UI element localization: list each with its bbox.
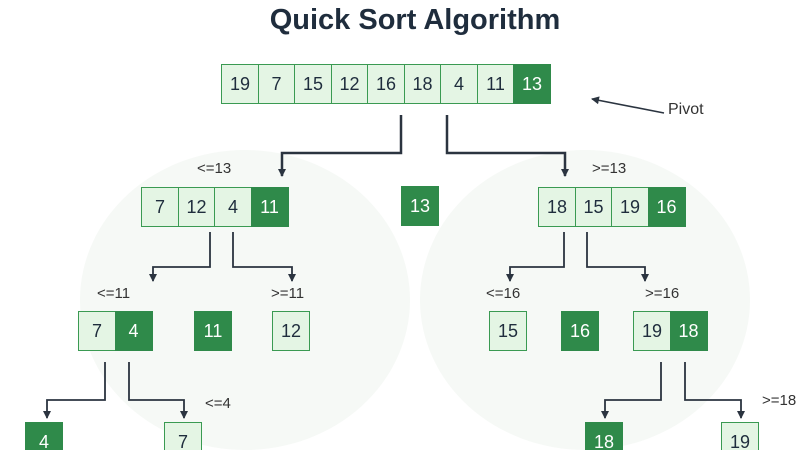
connector-right-rl bbox=[506, 232, 565, 282]
array-cell: 12 bbox=[272, 311, 310, 351]
array-rl: 15 bbox=[489, 311, 527, 351]
array-cell: 18 bbox=[538, 187, 576, 227]
diagram-title: Quick Sort Algorithm bbox=[269, 4, 561, 36]
array-cell: 19 bbox=[221, 64, 259, 104]
array-cell: 19 bbox=[721, 422, 759, 450]
array-lll: 4 bbox=[25, 422, 63, 450]
connector-ll-lll bbox=[43, 362, 106, 419]
label-rl: <=16 bbox=[486, 285, 521, 302]
connector-right-rr bbox=[586, 232, 649, 282]
array-pivot-16: 16 bbox=[561, 311, 599, 351]
connector-rr-rrr bbox=[684, 362, 745, 419]
label-right: >=13 bbox=[592, 160, 627, 177]
label-rrr: >=18 bbox=[762, 392, 797, 409]
array-cell: 16 bbox=[367, 64, 405, 104]
pivot-pointer-arrow bbox=[591, 96, 665, 114]
connector-left-ll bbox=[149, 232, 211, 282]
pivot-cell: 4 bbox=[114, 311, 153, 351]
array-cell: 19 bbox=[633, 311, 671, 351]
pivot-label: Pivot bbox=[668, 101, 704, 118]
array-cell: 15 bbox=[294, 64, 332, 104]
array-pivot-11: 11 bbox=[194, 311, 232, 351]
pivot-cell: 16 bbox=[561, 311, 599, 351]
array-cell: 19 bbox=[611, 187, 649, 227]
array-rrr: 19 bbox=[721, 422, 759, 450]
label-ll: <=11 bbox=[97, 285, 131, 302]
connector-ll-llr bbox=[128, 362, 188, 419]
connector-root-left bbox=[278, 115, 403, 177]
array-cell: 18 bbox=[403, 64, 442, 104]
label-llr: <=4 bbox=[205, 395, 231, 412]
pivot-cell: 11 bbox=[194, 311, 232, 351]
array-pivot-13: 13 bbox=[401, 186, 439, 226]
pivot-cell: 11 bbox=[250, 187, 289, 227]
array-rrl: 18 bbox=[585, 422, 623, 450]
array-cell: 7 bbox=[257, 64, 296, 104]
label-left: <=13 bbox=[197, 160, 232, 177]
array-llr: 7 bbox=[164, 422, 202, 450]
array-cell: 12 bbox=[330, 64, 369, 104]
label-rr: >=16 bbox=[645, 285, 680, 302]
array-cell: 11 bbox=[476, 64, 515, 104]
pivot-cell: 18 bbox=[585, 422, 623, 450]
label-lr: >=11 bbox=[271, 285, 305, 302]
connector-left-lr bbox=[232, 232, 296, 282]
array-cell: 4 bbox=[440, 64, 478, 104]
array-lr: 12 bbox=[272, 311, 310, 351]
pivot-cell: 16 bbox=[647, 187, 686, 227]
array-cell: 4 bbox=[214, 187, 252, 227]
pivot-cell: 4 bbox=[25, 422, 63, 450]
pivot-cell: 13 bbox=[513, 64, 551, 104]
connector-rr-rrl bbox=[601, 362, 662, 419]
connector-root-right bbox=[445, 115, 569, 177]
array-cell: 15 bbox=[489, 311, 527, 351]
array-cell: 12 bbox=[177, 187, 216, 227]
array-cell: 7 bbox=[164, 422, 202, 450]
array-cell: 7 bbox=[141, 187, 179, 227]
pivot-cell: 18 bbox=[669, 311, 708, 351]
pivot-cell: 13 bbox=[401, 186, 439, 226]
array-cell: 15 bbox=[574, 187, 613, 227]
array-cell: 7 bbox=[78, 311, 116, 351]
